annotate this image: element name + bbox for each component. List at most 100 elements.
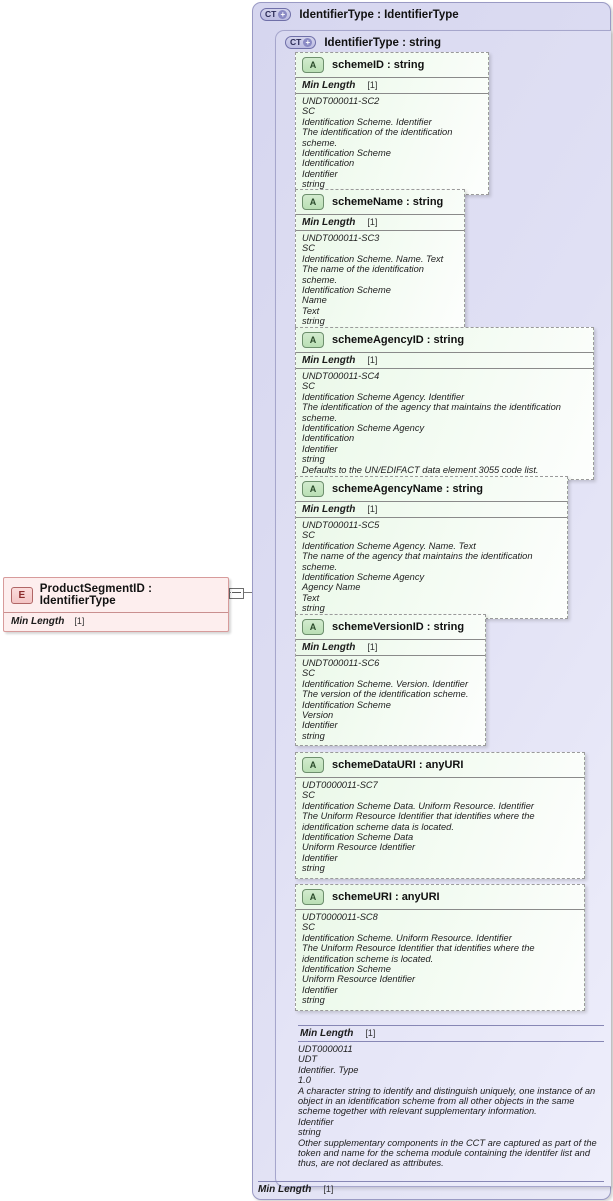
doc-line: string [302, 730, 325, 741]
doc-line: Identification Scheme [302, 964, 391, 975]
doc-line: Identifier [302, 984, 338, 995]
attribute-title: schemeAgencyName : string [332, 483, 483, 495]
doc-line: SC [302, 106, 315, 117]
doc-line: The identification of the identification… [302, 127, 455, 148]
doc-line: Text [302, 592, 320, 603]
element-ProductSegmentID[interactable]: E ProductSegmentID : IdentifierType Min … [3, 577, 229, 632]
facet-value: [1] [367, 355, 378, 365]
attribute-facet-row: Min Length [1] [296, 352, 593, 368]
doc-line: The version of the identification scheme… [302, 689, 469, 700]
complex-type-inner-header: CT + IdentifierType : string [276, 31, 611, 49]
facet-label: Min Length [302, 355, 356, 366]
doc-line: UDT [298, 1054, 318, 1065]
attribute-header: A schemeURI : anyURI [296, 885, 584, 909]
doc-line: Identification Scheme. Uniform Resource.… [302, 932, 512, 943]
doc-line: Uniform Resource Identifier [302, 842, 416, 853]
doc-line: Defaults to the UN/EDIFACT data element … [302, 464, 539, 475]
doc-line: 1.0 [298, 1075, 311, 1086]
complex-type-outer-header: CT + IdentifierType : IdentifierType [253, 3, 610, 21]
attribute-header: A schemeAgencyID : string [296, 328, 593, 352]
doc-line: SC [302, 790, 315, 801]
doc-line: SC [302, 530, 315, 541]
doc-line: UDT0000011-SC8 [302, 912, 378, 922]
doc-line: Identification Scheme Data [302, 832, 414, 843]
attribute-schemeName[interactable]: A schemeName : string Min Length [1] UND… [295, 189, 465, 332]
doc-line: The identification of the agency that ma… [302, 402, 564, 423]
attribute-header: A schemeName : string [296, 190, 464, 214]
complex-type-outer-title: IdentifierType : IdentifierType [299, 8, 459, 21]
attribute-icon: A [302, 619, 324, 635]
doc-line: string [302, 603, 325, 614]
inner-type-facet-row: Min Length [1] [298, 1026, 604, 1041]
doc-line: Identification [302, 158, 355, 169]
attribute-icon: A [302, 194, 324, 210]
doc-line: Identification Scheme [302, 285, 391, 296]
doc-line: Identification Scheme [302, 148, 391, 159]
attribute-schemeDataURI[interactable]: A schemeDataURI : anyURI UDT0000011-SC7 … [295, 752, 585, 879]
facet-value: [1] [367, 504, 378, 514]
doc-line: Name [302, 295, 327, 306]
element-icon: E [11, 586, 33, 604]
doc-line: string [302, 454, 325, 465]
attribute-schemeID[interactable]: A schemeID : string Min Length [1] UNDT0… [295, 52, 489, 195]
doc-line: UDT0000011-SC7 [302, 780, 378, 790]
attribute-facet-row: Min Length [1] [296, 214, 464, 230]
doc-line: Identification Scheme [302, 699, 391, 710]
doc-line: Agency Name [302, 582, 361, 593]
attribute-schemeURI[interactable]: A schemeURI : anyURI UDT0000011-SC8 SC I… [295, 884, 585, 1011]
attribute-title: schemeURI : anyURI [332, 891, 440, 903]
facet-label: Min Length [11, 616, 65, 627]
attribute-header: A schemeAgencyName : string [296, 477, 567, 501]
doc-line: string [302, 179, 325, 190]
facet-value: [1] [367, 80, 378, 90]
doc-line: UNDT000011-SC2 [302, 96, 380, 106]
expand-plus-icon[interactable]: + [278, 10, 288, 19]
doc-line: A character string to identify and disti… [298, 1085, 598, 1117]
attribute-schemeAgencyName[interactable]: A schemeAgencyName : string Min Length [… [295, 476, 568, 619]
attribute-schemeVersionID[interactable]: A schemeVersionID : string Min Length [1… [295, 614, 486, 747]
connector-element-stub [227, 592, 231, 593]
doc-line: Identifier [302, 443, 338, 454]
element-facet-row: Min Length [1] [4, 612, 228, 631]
attribute-documentation: UDT0000011-SC7 SC Identification Scheme … [296, 777, 584, 878]
doc-line: SC [302, 381, 315, 392]
attribute-title: schemeName : string [332, 196, 444, 208]
attribute-facet-row: Min Length [1] [296, 639, 485, 655]
attribute-title: schemeDataURI : anyURI [332, 759, 464, 771]
doc-line: Identification Scheme. Identifier [302, 116, 432, 127]
doc-line: string [298, 1127, 321, 1138]
attribute-documentation: UNDT000011-SC5 SC Identification Scheme … [296, 517, 567, 618]
doc-line: Identifier [298, 1116, 334, 1127]
doc-line: UNDT000011-SC6 [302, 658, 380, 668]
doc-line: string [302, 995, 325, 1006]
attribute-header: A schemeDataURI : anyURI [296, 753, 584, 777]
doc-line: Uniform Resource Identifier [302, 974, 416, 985]
doc-line: UNDT000011-SC5 [302, 520, 380, 530]
facet-label: Min Length [302, 504, 356, 515]
facet-value: [1] [367, 217, 378, 227]
facet-value: [1] [323, 1184, 334, 1194]
attribute-header: A schemeID : string [296, 53, 488, 77]
expand-plus-icon[interactable]: + [303, 38, 313, 47]
doc-line: UNDT000011-SC3 [302, 233, 380, 243]
doc-line: Other supplementary components in the CC… [298, 1137, 600, 1169]
complex-type-inner-title: IdentifierType : string [324, 36, 442, 49]
inner-type-documentation: Min Length [1] UDT0000011 UDT Identifier… [298, 1025, 604, 1169]
doc-line: The name of the identification scheme. [302, 264, 427, 285]
attribute-facet-row: Min Length [1] [296, 501, 567, 517]
attribute-header: A schemeVersionID : string [296, 615, 485, 639]
element-header: E ProductSegmentID : IdentifierType [4, 578, 228, 612]
element-title: ProductSegmentID : IdentifierType [39, 583, 153, 607]
attribute-documentation: UNDT000011-SC4 SC Identification Scheme … [296, 368, 593, 479]
attribute-documentation: UDT0000011-SC8 SC Identification Scheme.… [296, 909, 584, 1010]
expand-connector-box[interactable] [229, 588, 244, 599]
attribute-schemeAgencyID[interactable]: A schemeAgencyID : string Min Length [1]… [295, 327, 594, 481]
attribute-documentation: UNDT000011-SC3 SC Identification Scheme.… [296, 230, 464, 331]
doc-line: Identification Scheme. Name. Text [302, 253, 444, 264]
attribute-documentation: UNDT000011-SC2 SC Identification Scheme.… [296, 93, 488, 194]
facet-label: Min Length [258, 1184, 312, 1195]
complex-type-icon[interactable]: CT + [285, 36, 317, 49]
facet-label: Min Length [300, 1028, 354, 1039]
complex-type-icon[interactable]: CT + [260, 8, 292, 21]
attribute-title: schemeVersionID : string [332, 621, 465, 633]
